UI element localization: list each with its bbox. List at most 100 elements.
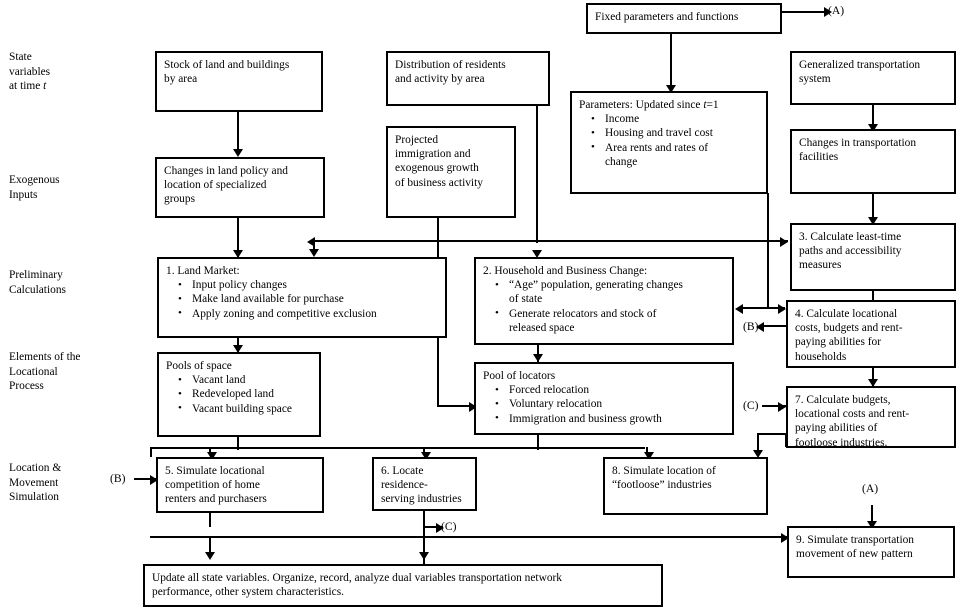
arrowhead-bus-left — [307, 237, 315, 247]
connector-b-to-box5 — [134, 478, 158, 481]
connector-stock-to-land-policy — [237, 111, 240, 153]
arrowhead-box6-to-c — [436, 522, 444, 533]
connector-box7-left — [757, 433, 787, 436]
box-bullet-list: Income Housing and travel cost Area rent… — [579, 112, 760, 169]
box-changes-in-transportation-facilities[interactable]: Changes in transportation facilities — [790, 129, 956, 194]
tag-a-top: (A) — [828, 4, 845, 17]
box-title: Pool of locators — [483, 370, 556, 382]
row-label-text: Elements of the Locational Process — [9, 351, 81, 393]
connector-bus-final — [150, 536, 787, 539]
arrowhead-distribution-to-box2 — [531, 250, 542, 258]
box-title: Projected immigration and exogenous grow… — [395, 134, 483, 189]
bullet-item: Immigration and business growth — [495, 411, 726, 426]
bullet-item: Make land available for purchase — [178, 292, 439, 306]
tag-b-left: (B) — [110, 472, 126, 485]
box-bullet-list: Vacant land Redeveloped land Vacant buil… — [166, 373, 313, 416]
box-bullet-list: Forced relocation Voluntary relocation I… — [483, 383, 726, 426]
connector-bus-sim-v6 — [423, 447, 426, 455]
connector-gentrans-to-changestrans — [872, 104, 875, 129]
box-7-calculate-budgets-footloose[interactable]: 7. Calculate budgets, locational costs a… — [786, 386, 956, 448]
box-title: 5. Simulate locational competition of ho… — [165, 465, 267, 506]
connector-changestrans-to-box3 — [872, 193, 875, 222]
box-8-simulate-footloose[interactable]: 8. Simulate location of “footloose” indu… — [603, 457, 768, 515]
arrowhead-projected-to-pool — [469, 401, 477, 412]
box-1-land-market[interactable]: 1. Land Market: Input policy changes Mak… — [157, 257, 447, 338]
connector-bus-sim-v5 — [209, 447, 212, 455]
box-title: Changes in land policy and location of s… — [164, 165, 289, 206]
connector-c-to-box7 — [762, 405, 786, 408]
tag-b-middle: (B) — [743, 320, 759, 333]
bullet-item: “Age” population, generating changes of … — [495, 278, 726, 306]
connector-box6-to-c — [423, 526, 443, 529]
box-title: 9. Simulate transportation movement of n… — [796, 534, 914, 561]
arrowhead-b-to-box5 — [150, 475, 158, 485]
box-parameters-updated[interactable]: Parameters: Updated since t=1 Income Hou… — [570, 91, 768, 194]
row-label-preliminary-calculations: Preliminary Calculations — [9, 268, 66, 297]
box-9-simulate-transportation[interactable]: 9. Simulate transportation movement of n… — [787, 526, 955, 578]
arrowhead-bus-to-box9 — [781, 533, 789, 543]
arrowhead-box4-to-b — [756, 322, 764, 332]
connector-box2-to-pool — [537, 344, 540, 362]
connector-bus-to-box4 — [767, 242, 770, 308]
connector-final-drop-a — [209, 536, 212, 556]
box-pools-of-space[interactable]: Pools of space Vacant land Redeveloped l… — [157, 352, 321, 437]
row-label-state-variables: State variables at time t — [9, 50, 50, 94]
arrowhead-box4-left-b — [778, 304, 786, 314]
bullet-item: Vacant land — [178, 373, 313, 387]
connector-box4-left-double — [741, 307, 785, 310]
row-label-text: Location & Movement Simulation — [9, 462, 62, 504]
bullet-item: Income — [591, 112, 760, 126]
bullet-item: Input policy changes — [178, 278, 439, 292]
box-projected-immigration[interactable]: Projected immigration and exogenous grow… — [386, 126, 516, 218]
box-title: 8. Simulate location of “footloose” indu… — [612, 465, 716, 492]
connector-bus-sim-drop5 — [150, 447, 153, 457]
box-title: 6. Locate residence- serving industries — [381, 465, 462, 506]
connector-bus-preliminary — [313, 240, 788, 243]
box-title: 1. Land Market: — [166, 265, 240, 277]
box-pool-of-locators[interactable]: Pool of locators Forced relocation Volun… — [474, 362, 734, 435]
box-fixed-parameters-and-functions[interactable]: Fixed parameters and functions — [586, 3, 782, 34]
connector-poolloc-down — [537, 435, 540, 450]
box-title: 3. Calculate least-time paths and access… — [799, 231, 902, 272]
box-title: 4. Calculate locational costs, budgets a… — [795, 308, 903, 363]
box-title: Changes in transportation facilities — [799, 137, 917, 164]
arrowhead-gentrans-to-changestrans — [867, 124, 878, 132]
row-label-exogenous-inputs: Exogenous Inputs — [9, 173, 60, 202]
connector-final-drop-b — [423, 536, 426, 556]
box-update-all-state-variables[interactable]: Update all state variables. Organize, re… — [143, 564, 663, 607]
box-title: Update all state variables. Organize, re… — [152, 572, 563, 599]
box-changes-in-land-policy[interactable]: Changes in land policy and location of s… — [155, 157, 325, 218]
connector-box4-to-box7 — [872, 367, 875, 387]
box-5-simulate-home-renters[interactable]: 5. Simulate locational competition of ho… — [156, 457, 324, 513]
arrowhead-final-to-update-a — [204, 552, 215, 560]
connector-parameters-down — [767, 193, 770, 242]
box-2-household-and-business-change[interactable]: 2. Household and Business Change: “Age” … — [474, 257, 734, 345]
arrowhead-box7-to-box8 — [752, 450, 763, 458]
box-4-calculate-locational-costs[interactable]: 4. Calculate locational costs, budgets a… — [786, 300, 956, 368]
arrowhead-bus-drop-box1 — [308, 249, 319, 257]
connector-box4-to-b — [762, 325, 786, 328]
bullet-item: Housing and travel cost — [591, 126, 760, 140]
box-bullet-list: “Age” population, generating changes of … — [483, 278, 726, 335]
row-label-location-movement-simulation: Location & Movement Simulation — [9, 461, 61, 505]
box-stock-of-land-and-buildings[interactable]: Stock of land and buildings by area — [155, 51, 323, 112]
connector-projected-right — [437, 405, 475, 408]
connector-fixed-params-to-a — [780, 11, 828, 14]
row-label-text: Preliminary Calculations — [9, 269, 66, 296]
bullet-item: Forced relocation — [495, 383, 726, 397]
bullet-item: Vacant building space — [178, 401, 313, 416]
arrowhead-box4-to-box7 — [867, 379, 878, 387]
connector-distribution-down — [536, 105, 539, 243]
arrowhead-c-to-box7 — [778, 402, 786, 412]
box-bullet-list: Input policy changes Make land available… — [166, 278, 439, 321]
bullet-item: Voluntary relocation — [495, 397, 726, 411]
box-3-calculate-least-time-paths[interactable]: 3. Calculate least-time paths and access… — [790, 223, 956, 291]
arrowhead-bus-to-box6 — [420, 452, 431, 460]
box-distribution-of-residents[interactable]: Distribution of residents and activity b… — [386, 51, 550, 106]
box-title: 7. Calculate budgets, locational costs a… — [795, 394, 910, 448]
connector-box7-down-b — [757, 433, 760, 455]
box-generalized-transportation-system[interactable]: Generalized transportation system — [790, 51, 956, 105]
bullet-item: Apply zoning and competitive exclusion — [178, 306, 439, 321]
box-6-locate-residence-serving[interactable]: 6. Locate residence- serving industries — [372, 457, 477, 511]
